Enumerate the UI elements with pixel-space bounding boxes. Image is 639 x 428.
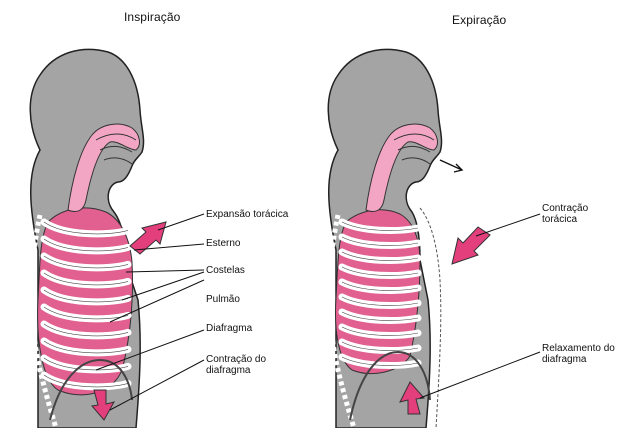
leader-contracao-toracica — [476, 214, 540, 236]
expiration-title: Expiração — [452, 13, 506, 27]
label-expansao-toracica: Expansão torácica — [206, 209, 288, 220]
label-diafragma: Diafragma — [206, 323, 252, 334]
exhale-arrow — [440, 160, 462, 172]
label-contracao-diafragma: Contração do diafragma — [206, 354, 266, 376]
label-contracao-toracica: Contração torácica — [542, 203, 588, 225]
label-costelas: Costelas — [206, 265, 245, 276]
label-pulmao: Pulmão — [206, 294, 240, 305]
inspiration-title: Inspiração — [124, 10, 180, 24]
leader-relaxamento — [420, 352, 540, 398]
inspiration-figure — [30, 49, 204, 428]
label-esterno: Esterno — [206, 238, 240, 249]
label-relaxamento-diafragma: Relaxamento do diafragma — [542, 343, 615, 365]
expiration-chest-arrow — [452, 227, 490, 264]
expiration-figure — [328, 49, 540, 428]
leader-costelas-1 — [126, 270, 204, 272]
